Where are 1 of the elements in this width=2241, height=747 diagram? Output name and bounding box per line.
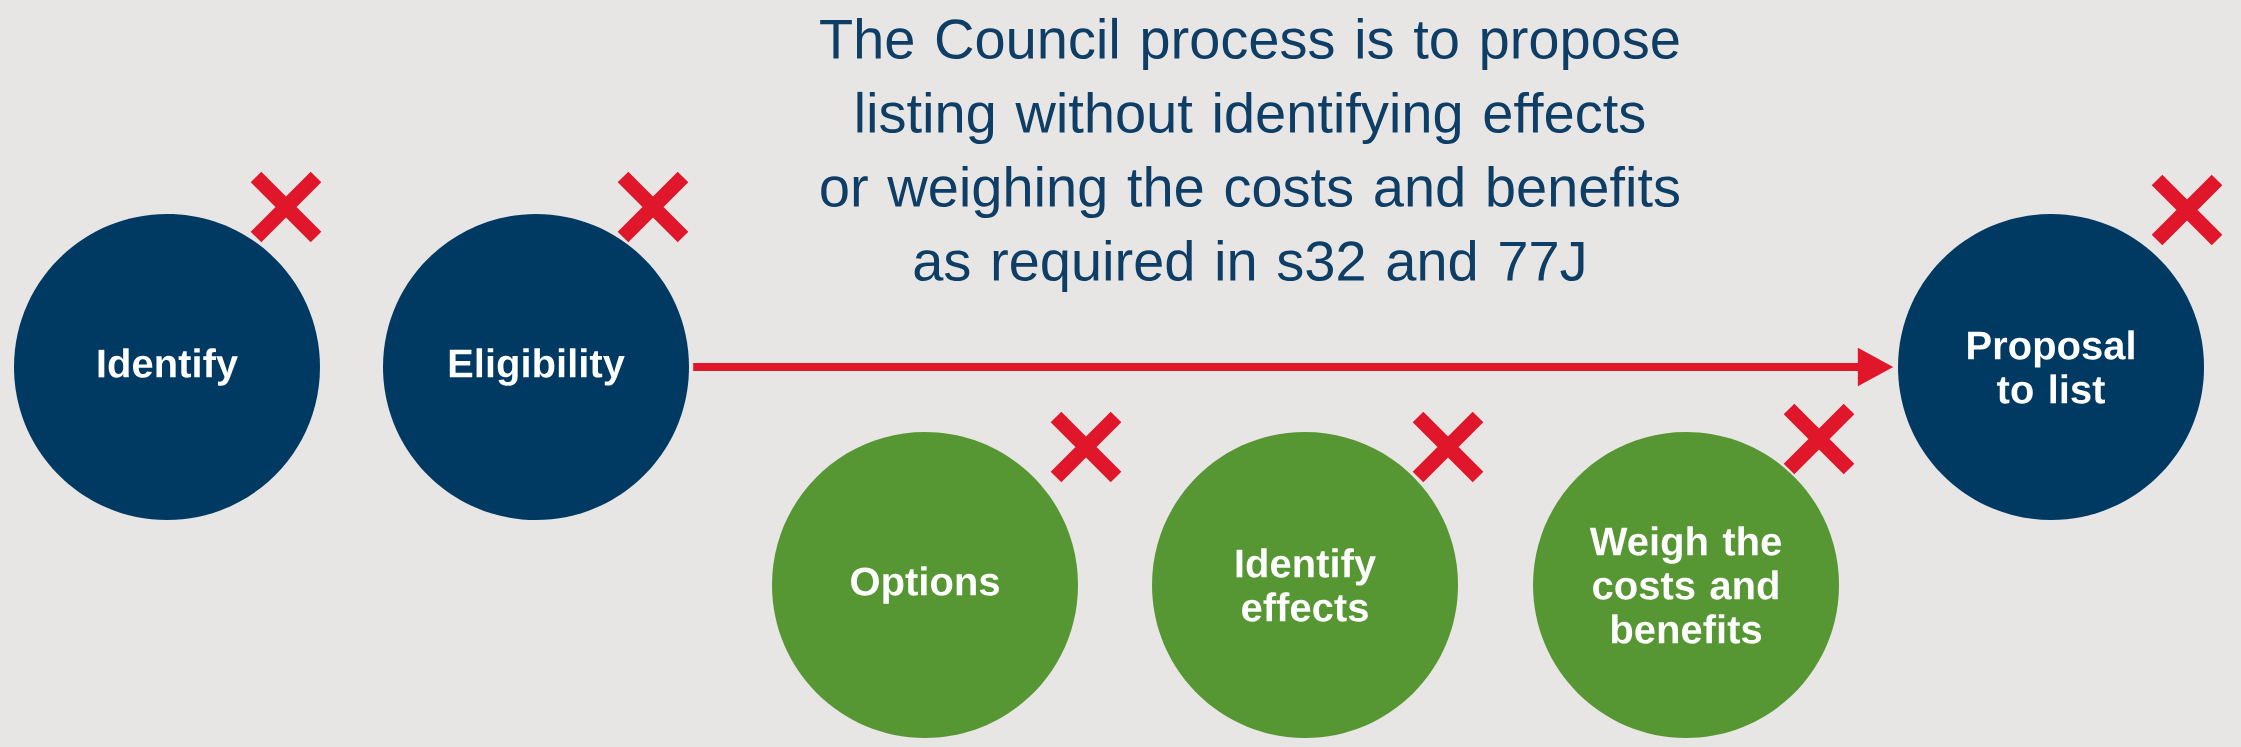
title: The Council process is to propose listing without identifying effects or weighing the costs and benefits as required in s32 and 77J: [820, 17, 1679, 293]
